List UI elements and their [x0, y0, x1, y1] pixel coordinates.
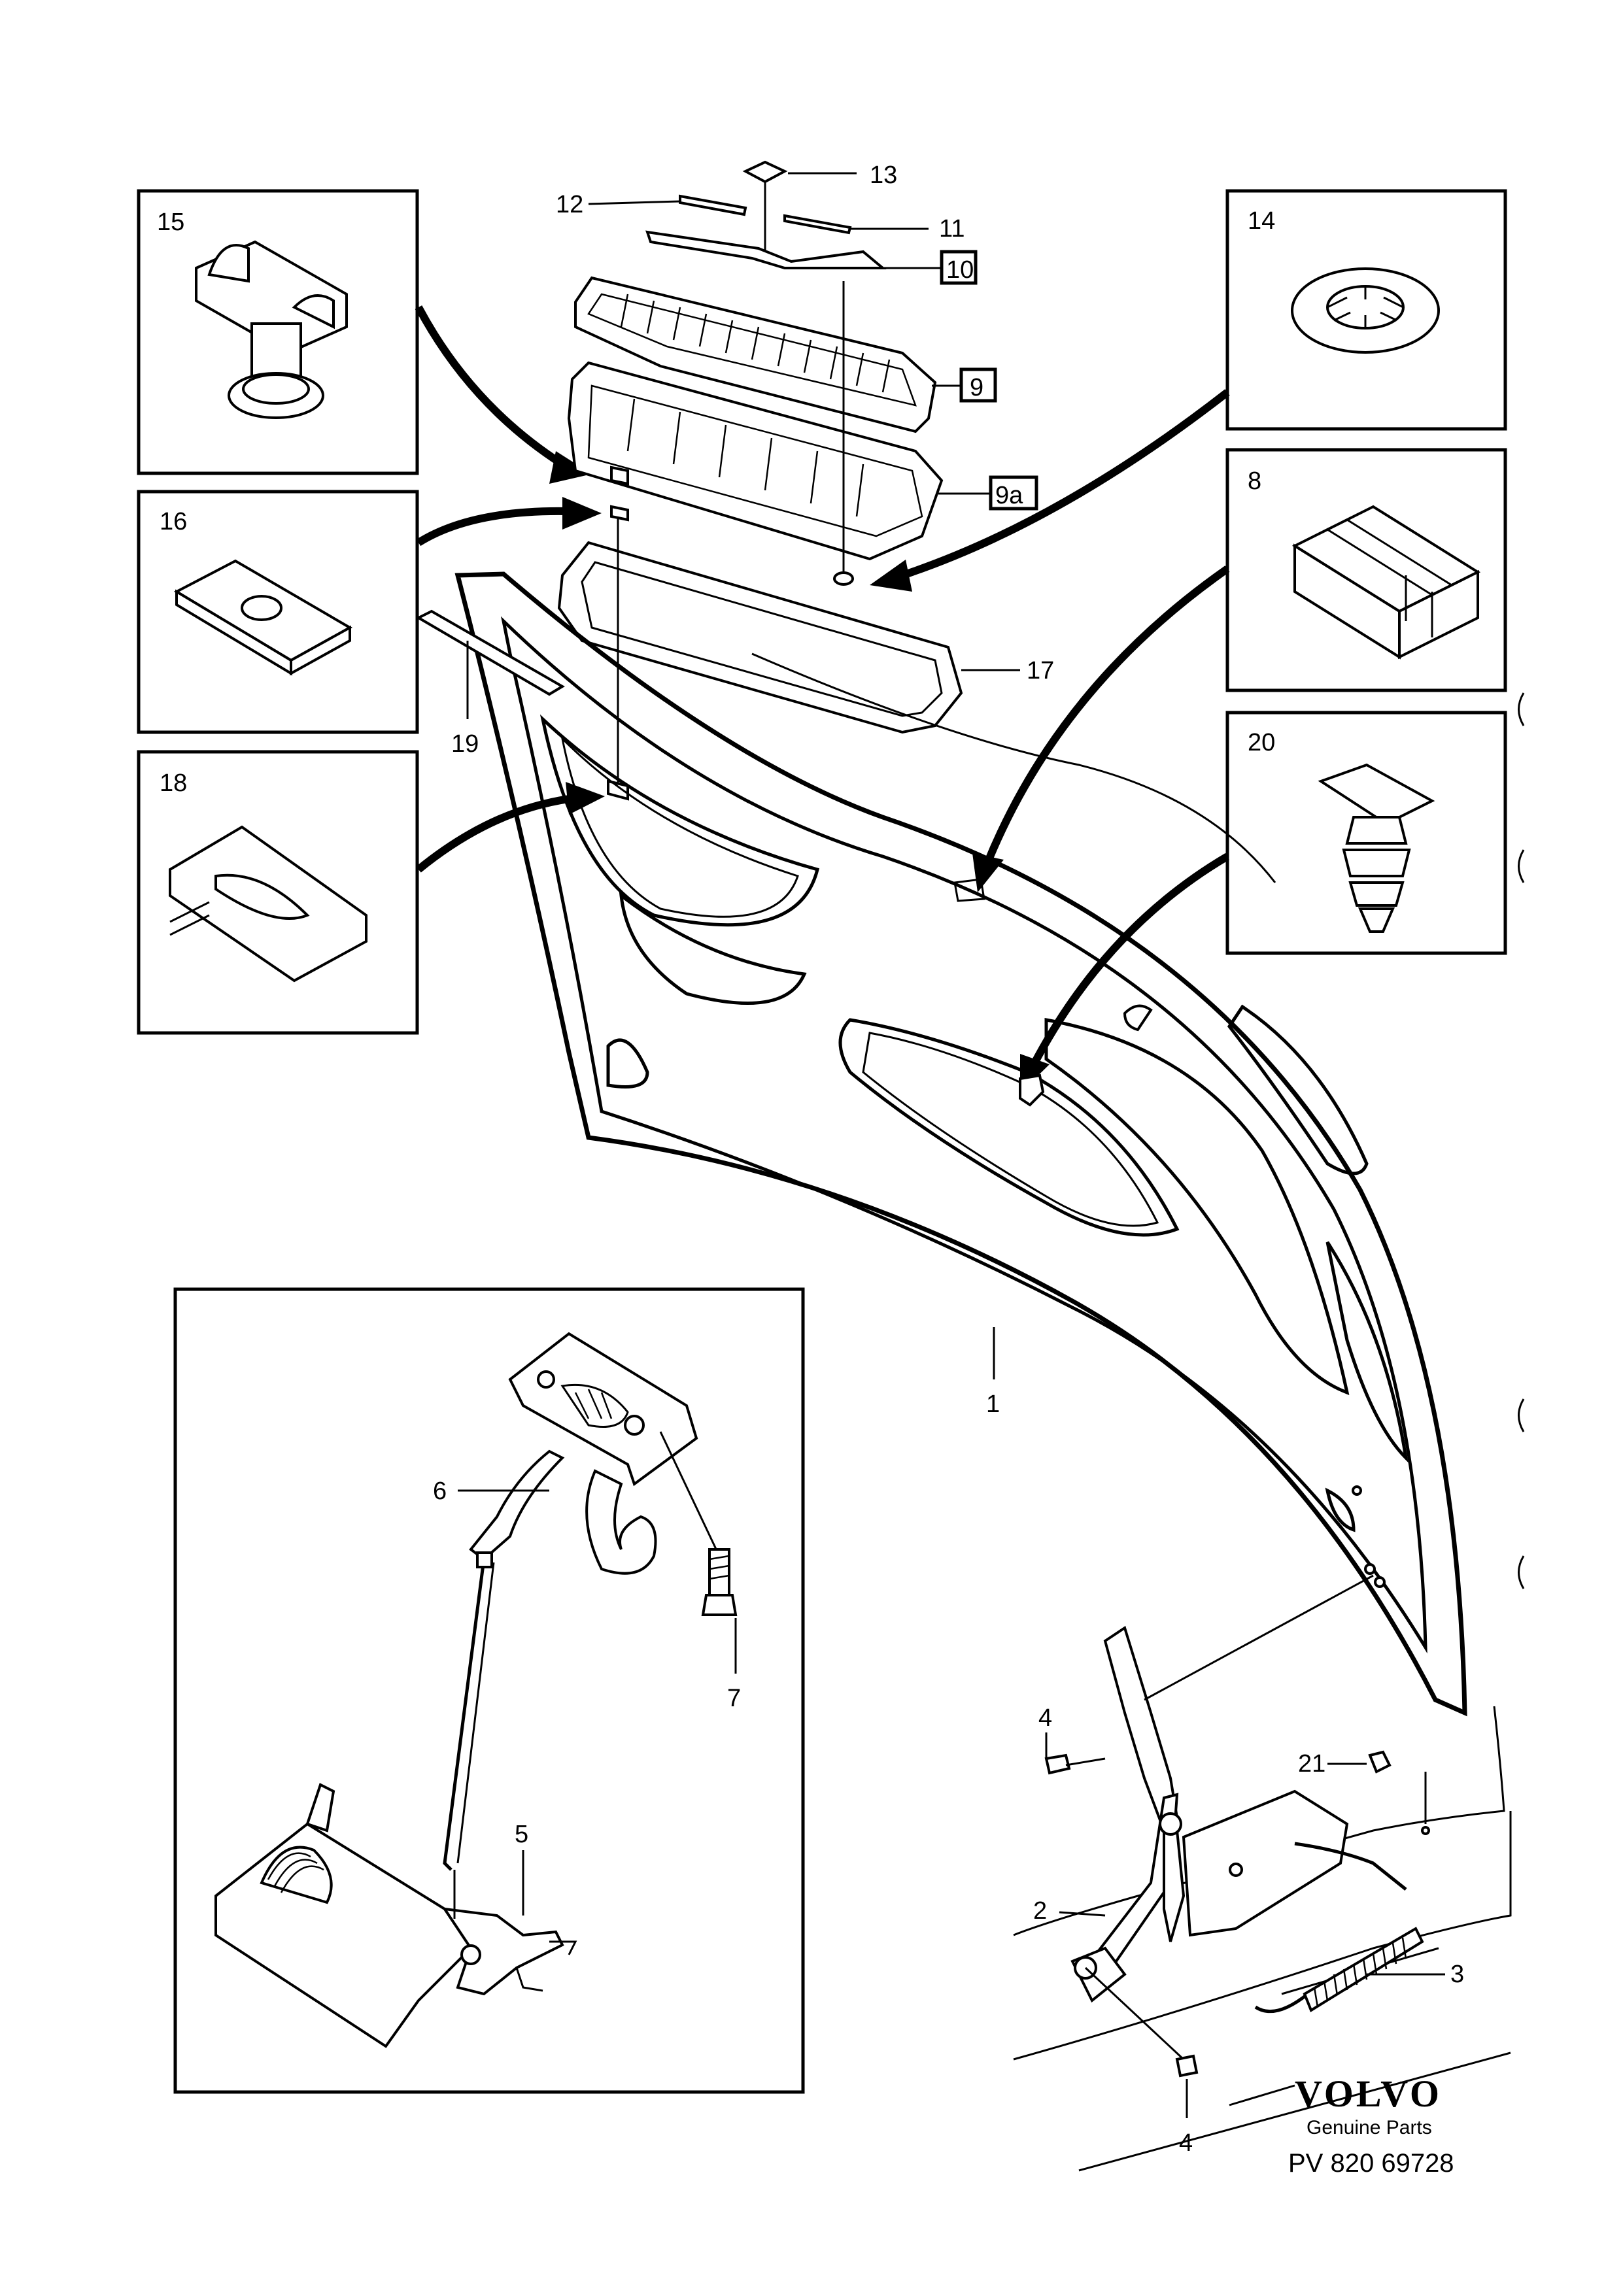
vent-seal-17: 17 — [557, 541, 1054, 734]
callout-21: 21 — [1298, 1750, 1325, 1778]
tension-spring-3: 3 — [1254, 1842, 1464, 2014]
hood-panel-1: 1 — [454, 571, 1467, 1717]
bolt-4-lower: 4 — [1084, 1967, 1199, 2157]
callout-11: 11 — [939, 215, 965, 243]
callout-13: 13 — [870, 161, 897, 189]
star-washer-icon — [1291, 267, 1440, 354]
bolt-7: 7 — [659, 1431, 741, 1712]
inset-20: 20 — [1225, 711, 1507, 955]
branding-block: VOLVO Genuine Parts PV 820 69728 — [1288, 2072, 1454, 2178]
arrow-15-to-hood — [415, 305, 592, 484]
rubber-block-icon — [1291, 505, 1481, 660]
plate-nut-icon — [173, 559, 353, 676]
inset-18: 18 — [137, 750, 419, 1035]
arrow-16-to-hood — [416, 497, 602, 547]
fir-tree-clip-icon — [1318, 763, 1435, 933]
callout-7: 7 — [727, 1685, 741, 1712]
callout-18: 18 — [160, 769, 187, 797]
callout-3: 3 — [1450, 1961, 1464, 1988]
callout-1: 1 — [986, 1391, 1000, 1418]
vent-emblem-13: 13 — [742, 160, 897, 252]
trim-strip-12: 12 — [556, 191, 747, 218]
release-cable — [443, 1551, 495, 1871]
arrow-8-to-hood — [972, 566, 1230, 892]
inset-8: 8 — [1225, 448, 1507, 692]
callout-19: 19 — [451, 730, 479, 758]
vent-frame-9a: 9a — [567, 361, 1038, 561]
inset-15: 15 — [137, 189, 419, 475]
callout-9a: 9a — [995, 482, 1023, 509]
callout-17: 17 — [1027, 657, 1054, 684]
callout-10: 10 — [946, 256, 974, 284]
callout-9: 9 — [970, 374, 983, 401]
binding-marks — [1518, 692, 1525, 1589]
callout-14: 14 — [1248, 207, 1275, 235]
callout-6: 6 — [433, 1477, 447, 1505]
callout-8: 8 — [1248, 467, 1261, 495]
support-rod-19: 19 — [415, 609, 565, 758]
trim-strip-11: 11 — [783, 214, 965, 243]
part-number: PV 820 69728 — [1288, 2149, 1454, 2178]
hinge-arm-2: 2 — [1033, 1625, 1349, 2003]
callout-5: 5 — [515, 1821, 528, 1848]
spring-clip-icon — [169, 825, 367, 983]
vent-bracket-10: 10 — [645, 230, 978, 285]
inset-lock: 6 7 5 — [173, 1287, 805, 2094]
bolt-4-upper: 4 — [1038, 1704, 1106, 1775]
callout-12: 12 — [556, 191, 583, 218]
clip-21: 21 — [1298, 1750, 1430, 1835]
inset-16: 16 — [137, 490, 419, 734]
vent-grille-9: 9 — [574, 276, 997, 433]
callout-4-lower: 4 — [1179, 2129, 1193, 2157]
genuine-parts-label: Genuine Parts — [1307, 2117, 1432, 2138]
push-clip-icon — [195, 240, 348, 419]
hood-lock-6: 6 — [433, 1332, 698, 1575]
callout-16: 16 — [160, 508, 187, 535]
release-handle-5: 5 — [214, 1783, 577, 2048]
callout-15: 15 — [157, 209, 184, 236]
hinge-assembly: 2 3 4 4 21 — [1013, 1574, 1512, 2172]
arrow-14-to-vent — [870, 389, 1230, 592]
callout-20: 20 — [1248, 729, 1275, 756]
callout-4-upper: 4 — [1038, 1704, 1052, 1732]
callout-2: 2 — [1033, 1897, 1047, 1925]
volvo-logo-text: VOLVO — [1295, 2072, 1442, 2115]
inset-14: 14 — [1225, 189, 1507, 431]
